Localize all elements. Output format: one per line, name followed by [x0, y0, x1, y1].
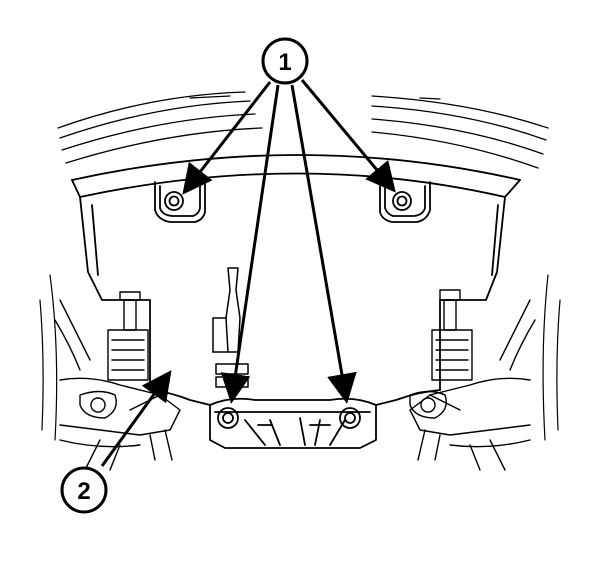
left-suspension-assembly — [54, 291, 181, 471]
callout-1: 1 — [261, 37, 309, 85]
lower-bolt-right — [339, 407, 361, 429]
callout-1-label: 1 — [278, 49, 291, 76]
upper-bolt-right — [392, 191, 412, 211]
body-arc-lines — [57, 91, 549, 169]
callout-1-leaders — [182, 79, 396, 404]
outer-contours — [39, 274, 561, 441]
callout-2: 2 — [60, 466, 108, 514]
right-suspension-assembly — [409, 289, 536, 471]
splash-shield-panel — [71, 154, 521, 391]
upper-mount-tab-right — [379, 177, 431, 223]
upper-bolt-left — [164, 191, 184, 211]
lower-crossmember — [149, 389, 441, 449]
lower-bolt-left — [217, 407, 239, 429]
callout-2-leader — [100, 370, 172, 467]
callout-2-label: 2 — [77, 478, 90, 505]
upper-mount-tab-left — [154, 177, 206, 223]
